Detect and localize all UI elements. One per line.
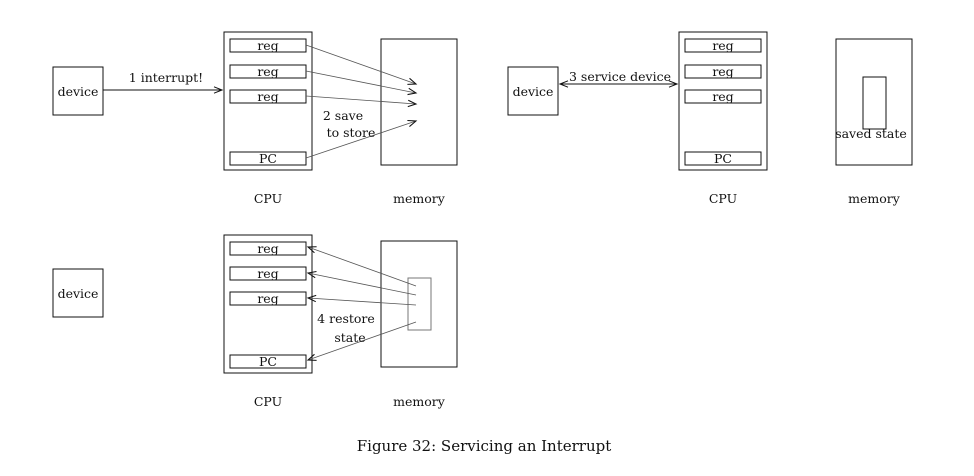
cpu-box [678,31,768,171]
panel-restore-state: device reg reg reg PC CPU memory 4 resto… [52,234,458,409]
register-label: reg [257,291,278,306]
cpu-label: CPU [709,191,737,206]
interrupt-step-label: 1 interrupt! [129,70,203,85]
save-step-label: to store [327,125,376,140]
memory-label: memory [393,394,446,409]
register-label: reg [257,89,278,104]
restore-step-label: state [334,330,365,345]
device-label: device [58,84,99,99]
restore-arrow [306,321,417,361]
pc-box [229,354,307,369]
register-label: reg [712,89,733,104]
register-label: reg [257,266,278,281]
save-arrow [305,70,418,96]
saved-state-block [407,277,432,331]
cpu-label: CPU [254,191,282,206]
pc-label: PC [259,151,277,166]
saved-state-label: saved state [835,126,907,141]
save-step-label: 2 save [323,108,363,123]
save-arrow [305,119,418,159]
memory-box [380,38,458,166]
service-step-label: 3 service device [569,69,671,84]
device-box [52,268,104,318]
pc-box [684,151,762,166]
restore-step-label: 4 restore [317,311,375,326]
pc-label: PC [714,151,732,166]
restore-arrow [306,294,417,306]
memory-box [380,240,458,368]
register-box [684,64,762,79]
save-arrow [305,95,418,108]
register-label: reg [257,38,278,53]
device-label: device [58,286,99,301]
register-label: reg [712,64,733,79]
figure-caption: Figure 32: Servicing an Interrupt [357,437,612,455]
cpu-box [223,234,313,374]
register-box [684,38,762,53]
cpu-label: CPU [254,394,282,409]
memory-box [835,38,913,166]
panel-service-device: device 3 service device reg reg reg PC C… [507,31,913,206]
register-label: reg [712,38,733,53]
register-box [229,266,307,281]
cpu-box [223,31,313,171]
register-label: reg [257,241,278,256]
panel-interrupt-save: device 1 interrupt! reg reg reg PC CPU m… [52,31,458,206]
register-box [229,38,307,53]
register-box [229,241,307,256]
device-box [52,66,104,116]
restore-arrow [306,270,417,296]
memory-label: memory [848,191,901,206]
register-box [229,291,307,306]
memory-label: memory [393,191,446,206]
register-box [684,89,762,104]
device-box [507,66,559,116]
register-box [229,64,307,79]
saved-state-block [862,76,887,130]
save-arrow [305,44,418,85]
register-box [229,89,307,104]
pc-label: PC [259,354,277,369]
register-label: reg [257,64,278,79]
pc-box [229,151,307,166]
device-label: device [513,84,554,99]
restore-arrow [306,246,417,287]
